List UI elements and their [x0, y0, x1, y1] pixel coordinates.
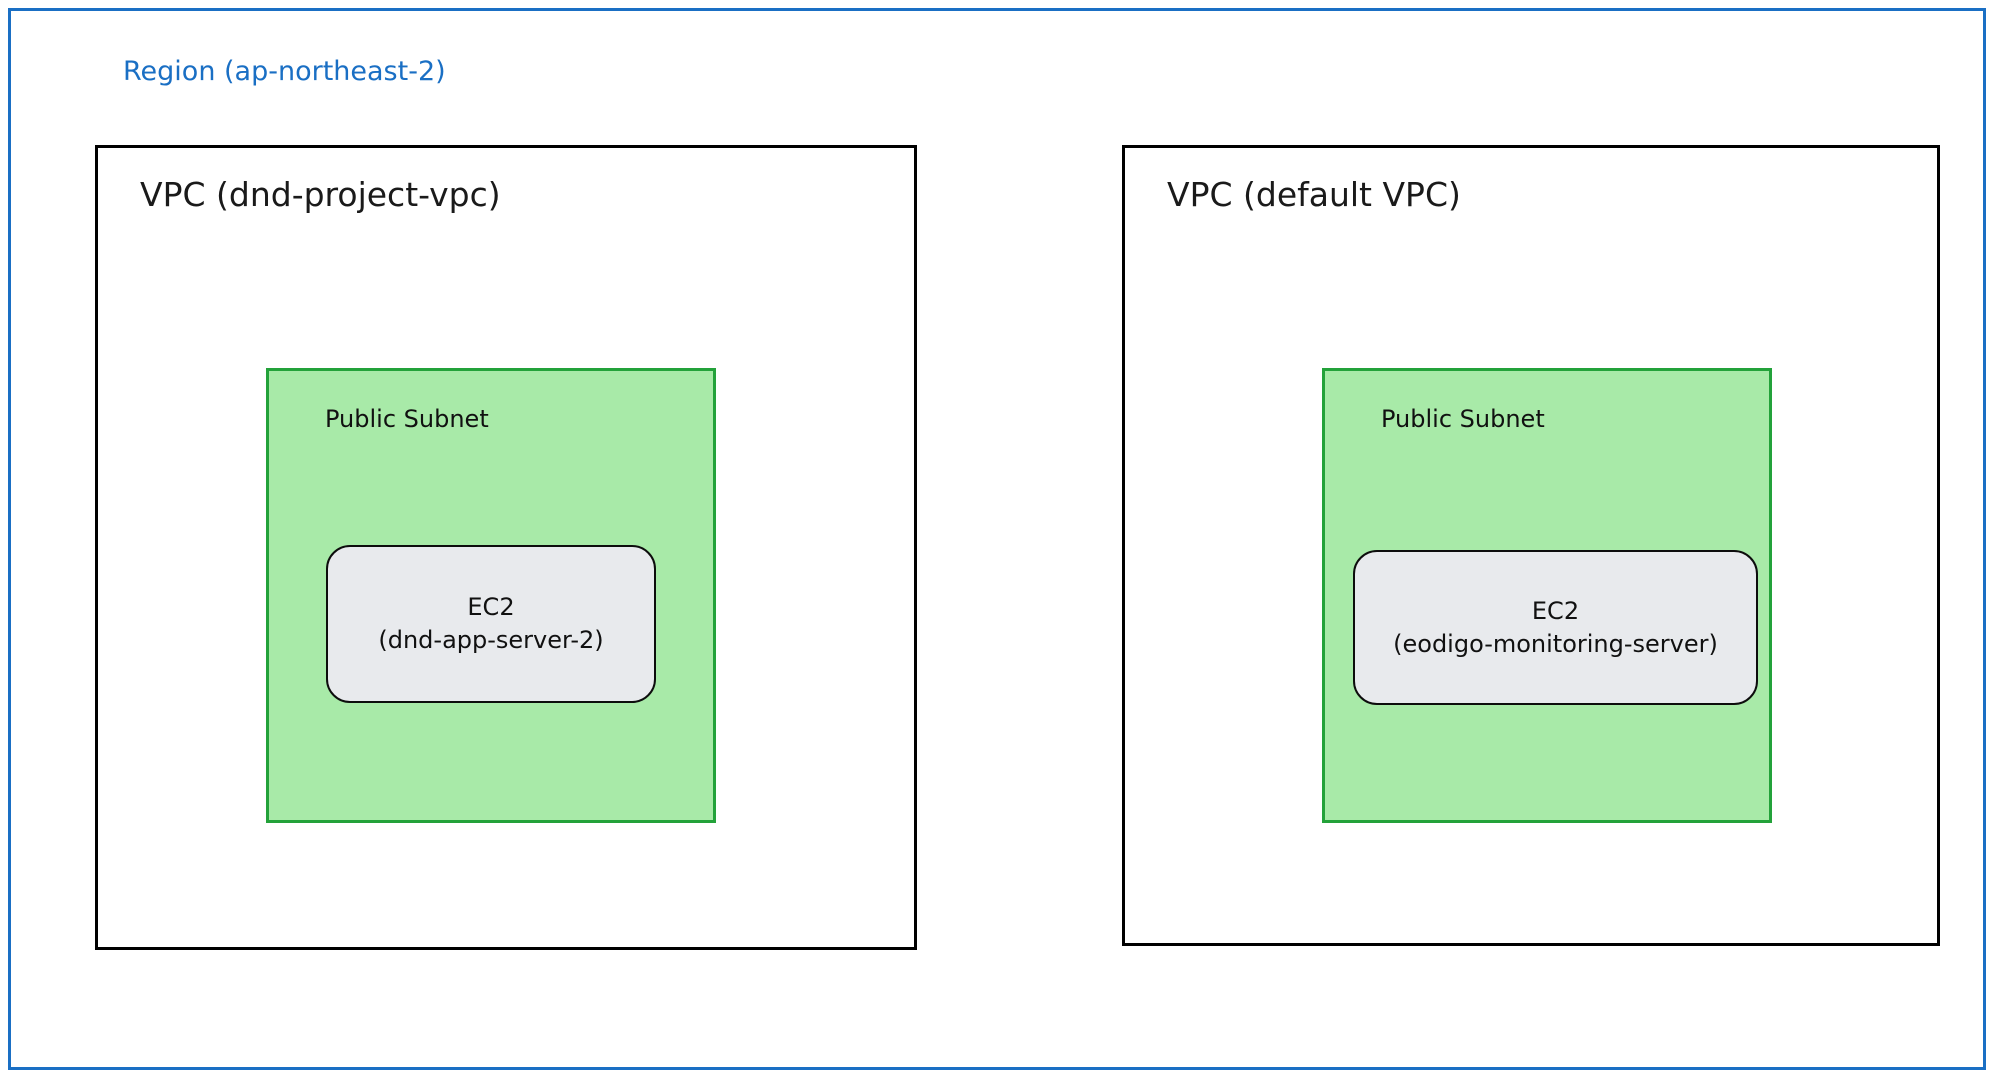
vpc-label: VPC (default VPC): [1167, 175, 1461, 214]
ec2-title: EC2: [467, 593, 515, 621]
ec2-title: EC2: [1531, 596, 1580, 625]
region-label: Region (ap-northeast-2): [123, 56, 446, 87]
ec2-node-dnd-app-server-2: EC2 (dnd-app-server-2): [326, 545, 656, 703]
ec2-node-eodigo-monitoring-server: EC2 (eodigo-monitoring-server): [1353, 550, 1758, 705]
ec2-subtitle: (eodigo-monitoring-server): [1393, 629, 1718, 658]
vpc-label: VPC (dnd-project-vpc): [140, 175, 501, 214]
subnet-label: Public Subnet: [325, 405, 489, 433]
subnet-label: Public Subnet: [1381, 405, 1545, 433]
ec2-subtitle: (dnd-app-server-2): [378, 626, 604, 654]
